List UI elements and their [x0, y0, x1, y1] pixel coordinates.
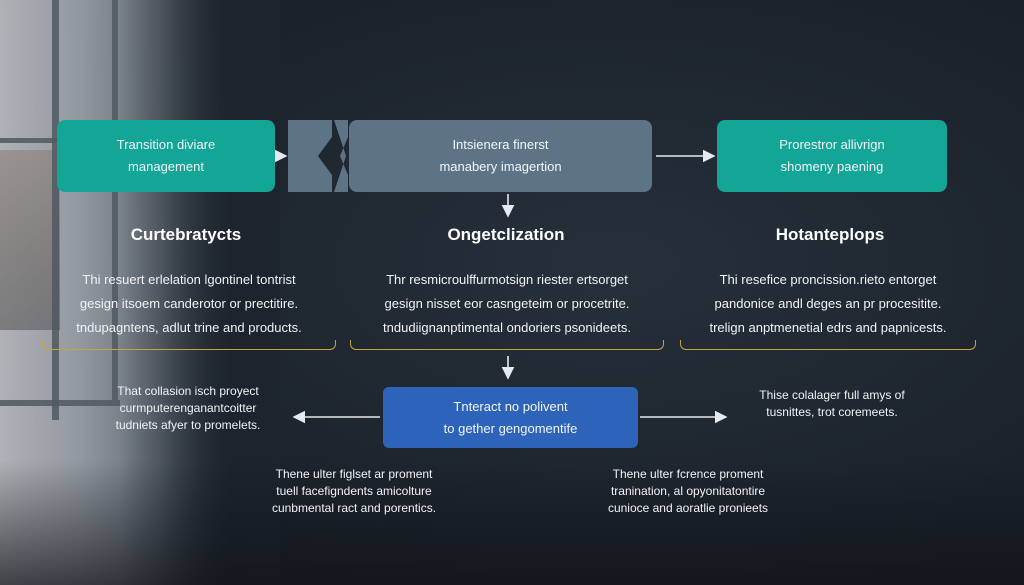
node-text-line: management — [128, 159, 204, 174]
note-line: cunioce and aoratlie pronieets — [607, 501, 769, 515]
note-line: Thise colalager full amys of — [759, 388, 905, 402]
note-line: cunbmental ract and porentics. — [271, 501, 437, 515]
description-line: Thi resuert erlelation lgontinel tontris… — [82, 272, 296, 287]
note-left: That collasion isch proyect curmputereng… — [88, 383, 288, 434]
window-city-view — [0, 150, 60, 330]
note-line: tusnittes, trot coremeets. — [766, 405, 898, 419]
description-line: pandonice andl deges an pr procesitite. — [714, 296, 942, 311]
node-text-line: to gether gengomentife — [443, 420, 578, 436]
note-bottom-right: Thene ulter fcrence proment tranination,… — [586, 466, 790, 517]
description-line: gesign nisset eor casngeteim or procetri… — [384, 296, 630, 311]
note-line: tuell facefigndents amicolture — [276, 484, 432, 498]
node-text-line: Prorestror allivrign — [779, 137, 885, 152]
description-line: Thi resefice proncission.rieto entorget — [719, 272, 937, 287]
window-sill — [0, 400, 120, 406]
column-description-2: Thr resmicroulffurmotsign riester ertsor… — [352, 268, 662, 340]
note-line: tranination, al opyonitatontire — [610, 484, 766, 498]
column-heading-1: Curtebratycts — [130, 225, 242, 244]
note-line: Thene ulter fcrence proment — [612, 467, 764, 481]
note-line: That collasion isch proyect — [117, 384, 259, 398]
description-line: gesign itsoem canderotor or prectitire. — [79, 296, 299, 311]
note-bottom-left: Thene ulter figlset ar proment tuell fac… — [250, 466, 458, 517]
floor-shadow — [0, 460, 1024, 585]
node-text-line: Tnteract no polivent — [453, 398, 568, 414]
column-description-3: Thi resefice proncission.rieto entorget … — [682, 268, 974, 340]
chevron-connector — [288, 120, 332, 192]
window-frame-vertical — [52, 0, 59, 420]
window-frame-vertical — [112, 0, 118, 400]
description-line: tndupagntens, adlut trine and products. — [76, 320, 302, 335]
column-underline-1 — [42, 340, 336, 350]
node-text-line: shomeny paening — [780, 159, 884, 174]
node-transition-management: Transition diviare management — [57, 120, 275, 192]
column-underline-3 — [680, 340, 976, 350]
note-line: Thene ulter figlset ar proment — [275, 467, 433, 481]
node-bottom-interact: Tnteract no polivent to gether gengoment… — [383, 387, 638, 448]
column-description-1: Thi resuert erlelation lgontinel tontris… — [44, 268, 334, 340]
description-line: trelign anptmenetial edrs and papnicests… — [709, 320, 947, 335]
note-line: tudniets afyer to promelets. — [115, 418, 261, 432]
chevron-connector-notch — [334, 120, 348, 192]
description-line: Thr resmicroulffurmotsign riester ertsor… — [386, 272, 628, 287]
note-line: curmputerenganantcoitter — [119, 401, 257, 415]
column-heading-2: Ongetclization — [447, 225, 565, 244]
node-text-line: Intsienera finerst — [452, 137, 549, 152]
column-heading-3: Hotanteplops — [775, 225, 885, 244]
description-line: tndudiignanptimental ondoriers psonideet… — [383, 320, 631, 335]
node-right-outcome: Prorestror allivrign shomeny paening — [717, 120, 947, 192]
column-underline-2 — [350, 340, 664, 350]
node-center-process: Intsienera finerst manabery imagertion — [349, 120, 652, 192]
node-text-line: manabery imagertion — [439, 159, 562, 174]
note-right: Thise colalager full amys of tusnittes, … — [734, 387, 930, 421]
node-text-line: Transition diviare — [116, 137, 216, 152]
